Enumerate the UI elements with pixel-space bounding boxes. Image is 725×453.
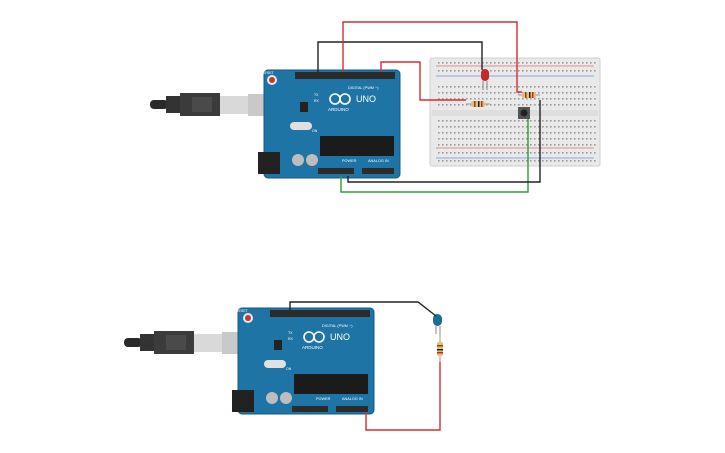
wire-black-bottom[interactable] — [347, 100, 541, 183]
digital-header-label: DIGITAL (PWM ~) — [348, 86, 379, 90]
reset-label: RESET — [236, 309, 249, 313]
wire-red-2[interactable] — [365, 362, 441, 431]
usb-cable-1[interactable] — [150, 93, 278, 116]
power-header-label: POWER — [316, 397, 331, 401]
breadboard-holes — [438, 62, 596, 162]
board-brand: ARDUINO — [302, 345, 323, 350]
resistor-1[interactable] — [466, 101, 490, 107]
arduino-board-2[interactable]: UNO ARDUINO DIGITAL (PWM ~) POWER ANALOG… — [232, 307, 375, 415]
wire-black-led-2[interactable] — [289, 301, 437, 317]
board-model: UNO — [330, 332, 350, 342]
rx-label: RX — [314, 99, 320, 103]
digital-header — [295, 72, 395, 79]
atmega-chip — [294, 374, 368, 394]
digital-header-label: DIGITAL (PWM ~) — [322, 324, 353, 328]
arduino-board-1[interactable]: UNO ARDUINO DIGITAL (PWM ~) POWER ANALOG… — [258, 69, 401, 179]
reset-button-icon[interactable] — [245, 315, 251, 321]
red-led[interactable] — [481, 69, 489, 90]
reset-label: RESET — [262, 71, 275, 75]
on-label: ON — [312, 129, 318, 133]
pushbutton[interactable] — [518, 107, 530, 119]
resistor-3[interactable] — [437, 334, 443, 362]
resistor-2[interactable] — [518, 92, 540, 98]
wire-red-top[interactable] — [342, 21, 522, 93]
analog-header-label: ANALOG IN — [342, 397, 363, 401]
wire-red-led[interactable] — [380, 61, 466, 101]
power-header-label: POWER — [342, 159, 357, 163]
wire-green[interactable] — [340, 119, 529, 193]
board-brand: ARDUINO — [328, 107, 349, 112]
wires-2 — [289, 301, 441, 431]
usb-cable-2[interactable] — [124, 331, 252, 354]
reset-button-icon[interactable] — [269, 77, 275, 83]
tx-label: TX — [314, 93, 319, 97]
wire-black-led[interactable] — [317, 41, 483, 72]
analog-header-label: ANALOG IN — [368, 159, 389, 163]
digital-header — [270, 310, 370, 317]
circuit-1: UNO ARDUINO DIGITAL (PWM ~) POWER ANALOG… — [150, 21, 601, 193]
board-model: UNO — [356, 94, 376, 104]
tx-label: TX — [288, 331, 293, 335]
wires-1 — [317, 21, 541, 193]
rx-label: RX — [288, 337, 294, 341]
circuit-2: UNO ARDUINO DIGITAL (PWM ~) POWER ANALOG… — [124, 301, 443, 431]
atmega-chip — [320, 136, 394, 156]
on-label: ON — [286, 367, 292, 371]
breadboard[interactable] — [429, 57, 601, 167]
blue-led[interactable] — [433, 314, 442, 334]
